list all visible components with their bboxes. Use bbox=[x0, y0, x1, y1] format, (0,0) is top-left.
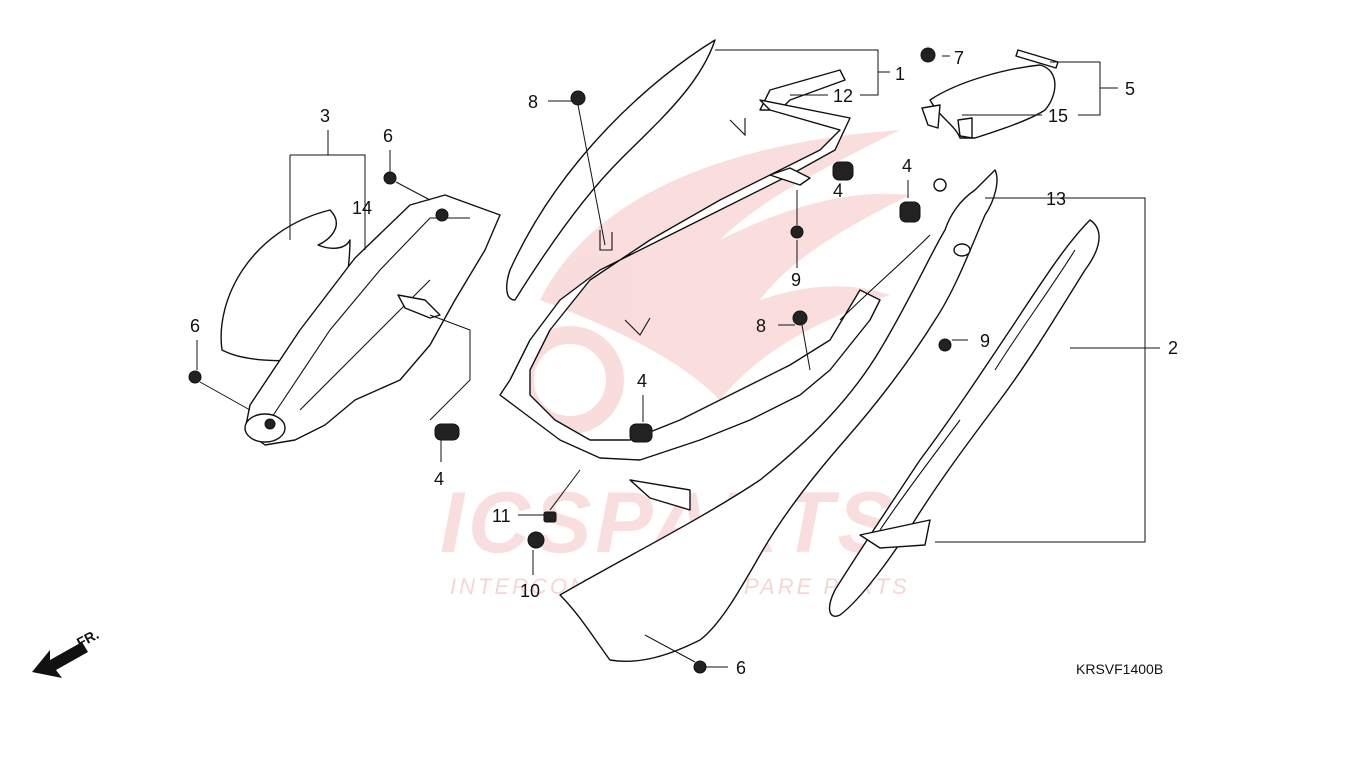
callout-15: 15 bbox=[1048, 106, 1068, 126]
callout-5: 5 bbox=[1125, 79, 1135, 99]
callout-8: 8 bbox=[528, 92, 538, 112]
callout-6: 6 bbox=[190, 316, 200, 336]
callout-8: 8 bbox=[756, 316, 766, 336]
callout-4: 4 bbox=[833, 181, 843, 201]
callout-9: 9 bbox=[980, 331, 990, 351]
callout-12: 12 bbox=[833, 86, 853, 106]
left-side-cover bbox=[220, 194, 501, 446]
callout-10: 10 bbox=[520, 581, 540, 601]
rear-center-cover bbox=[921, 49, 1059, 139]
callout-14: 14 bbox=[352, 198, 372, 218]
leader-lines bbox=[196, 49, 1160, 668]
callout-6: 6 bbox=[383, 126, 393, 146]
callout-9: 9 bbox=[791, 270, 801, 290]
right-body-cover bbox=[559, 169, 998, 662]
callout-6: 6 bbox=[736, 658, 746, 678]
screw bbox=[188, 47, 952, 674]
callout-4: 4 bbox=[434, 469, 444, 489]
callout-7: 7 bbox=[954, 48, 964, 68]
diagram-code: KRSVF1400B bbox=[1076, 661, 1163, 677]
callout-2: 2 bbox=[1168, 338, 1178, 358]
front-arrow-icon bbox=[32, 642, 88, 678]
rubber-grommet bbox=[434, 161, 921, 443]
rear-upper-cover bbox=[499, 39, 881, 461]
stripe-decal bbox=[828, 219, 1100, 617]
callout-1: 1 bbox=[895, 64, 905, 84]
callout-4: 4 bbox=[637, 371, 647, 391]
callouts: 1 2 3 4 4 4 4 5 6 6 6 7 8 8 9 9 10 11 12… bbox=[190, 48, 1178, 678]
callout-13: 13 bbox=[1046, 189, 1066, 209]
callout-11: 11 bbox=[492, 506, 511, 526]
fasteners bbox=[188, 47, 952, 674]
callout-4: 4 bbox=[902, 156, 912, 176]
front-direction-indicator: FR. bbox=[32, 626, 101, 678]
callout-3: 3 bbox=[320, 106, 330, 126]
